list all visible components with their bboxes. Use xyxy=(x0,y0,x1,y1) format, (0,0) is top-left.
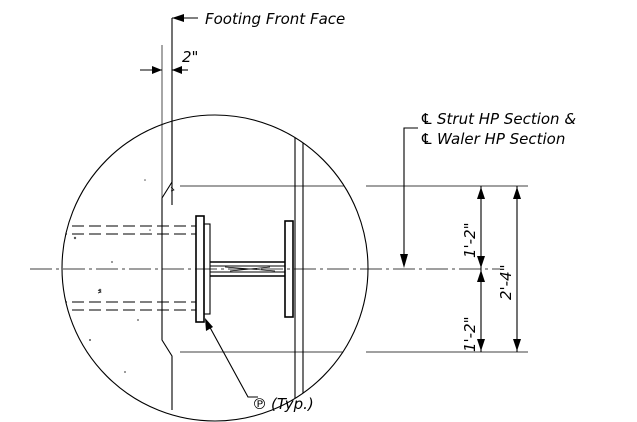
strut-hp-section-label: Strut HP Section & xyxy=(437,110,576,128)
footing-leader-arrowhead xyxy=(172,14,184,22)
footing-face-line xyxy=(161,120,173,410)
waler-hp-section-label: Waler HP Section xyxy=(437,130,565,148)
dim-bottom-text: 1'-2" xyxy=(461,316,479,352)
dim-inner-arrow-bottom xyxy=(477,339,485,351)
dim-top-text: 1'-2" xyxy=(461,222,479,258)
dim-inner-arrow-top xyxy=(477,187,485,199)
strut-centerline-symbol: ℄ xyxy=(420,110,433,128)
anchor-dashed-lines xyxy=(62,225,196,311)
plate-symbol: ℗ xyxy=(252,395,267,413)
hp-section xyxy=(210,220,294,318)
dim-outer-arrow-bottom xyxy=(513,339,521,351)
offset-dimension-text: 2" xyxy=(182,48,198,66)
offset-arrow-left xyxy=(152,66,162,74)
concrete-texture xyxy=(73,179,175,373)
dim-inner-arrow-mid-up xyxy=(477,256,485,268)
plate-leader xyxy=(206,321,258,398)
waler-centerline-symbol: ℄ xyxy=(420,130,433,148)
footing-front-face-label: Footing Front Face xyxy=(205,10,345,28)
centerline-note-leader xyxy=(403,127,418,255)
dim-outer-arrow-top xyxy=(513,187,521,199)
plate-inner xyxy=(203,223,211,315)
plate-typ-label: (Typ.) xyxy=(271,395,314,413)
detail-circle xyxy=(61,114,369,422)
dim-inner-arrow-mid-down xyxy=(477,270,485,282)
centerline-note-arrowhead xyxy=(400,254,408,268)
offset-arrow-right xyxy=(172,66,182,74)
plate-leader-arrowhead xyxy=(205,318,213,331)
dim-total-text: 2'-4" xyxy=(497,264,515,300)
